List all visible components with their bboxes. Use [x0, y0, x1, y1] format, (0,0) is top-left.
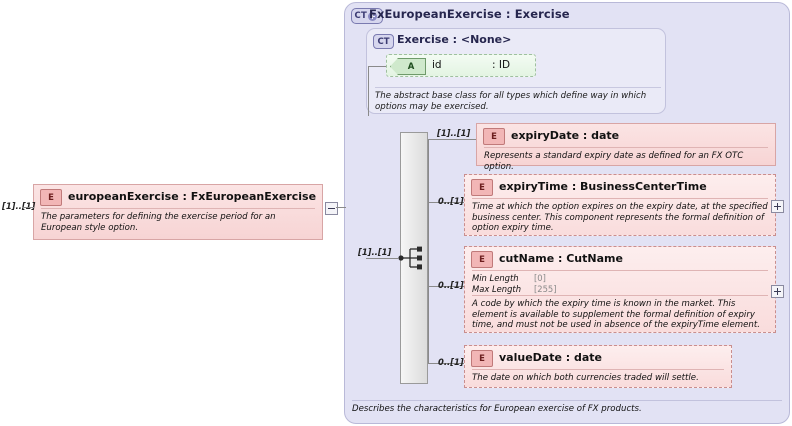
element-cardinality-2: 0..[1] — [438, 196, 464, 206]
facet-row: Min Length [0] — [472, 273, 768, 284]
complex-type-badge[interactable]: CT — [351, 8, 383, 24]
element-facets-3: Min Length [0] Max Length [255] — [472, 270, 768, 295]
element-badge-2: E — [471, 179, 493, 196]
element-title-1: expiryDate : date — [511, 129, 620, 142]
attribute-id[interactable]: A id : ID — [386, 54, 536, 77]
compositor-incoming-line — [366, 258, 398, 259]
element-badge-3: E — [471, 251, 493, 268]
expand-toggle-cutName[interactable] — [771, 285, 784, 298]
element-documentation-4: The date on which both currencies traded… — [472, 369, 724, 387]
referencing-element-documentation: The parameters for defining the exercise… — [41, 208, 315, 236]
compositor-cardinality: [1]..[1] — [358, 247, 392, 257]
element-header-2: E expiryTime : BusinessCenterTime — [465, 175, 775, 198]
referencing-element-line-left — [22, 207, 34, 208]
circle-plus-icon[interactable] — [367, 11, 377, 21]
element-title-3: cutName : CutName — [499, 252, 623, 265]
element-connector-1 — [428, 139, 478, 140]
complex-type-documentation: Describes the characteristics for Europe… — [352, 400, 782, 414]
complex-type-title: FxEuropeanExercise : Exercise — [369, 7, 570, 21]
attribute-name: id — [432, 59, 442, 71]
element-cutName[interactable]: E cutName : CutName Min Length [0] Max L… — [464, 246, 776, 333]
element-title-4: valueDate : date — [499, 351, 603, 364]
complex-type-badge-label: CT — [354, 11, 367, 21]
facet-name: Max Length — [472, 283, 522, 294]
facet-value: [255] — [534, 283, 557, 294]
element-connector-4 — [428, 363, 466, 364]
element-header-3: E cutName : CutName — [465, 247, 775, 270]
facet-name: Min Length — [472, 273, 519, 283]
referencing-element-title: europeanExercise : FxEuropeanExercise — [68, 190, 317, 203]
element-connector-2 — [428, 202, 466, 203]
element-cardinality-1: [1]..[1] — [437, 128, 471, 138]
attribute-connector-vertical — [368, 66, 369, 116]
element-documentation-1: Represents a standard expiry date as def… — [484, 147, 768, 175]
element-documentation-3: A code by which the expiry time is known… — [472, 294, 768, 334]
attribute-type: : ID — [492, 59, 511, 71]
element-cardinality-4: 0..[1] — [438, 357, 464, 367]
base-type-badge[interactable]: CT — [373, 34, 394, 49]
element-europeanExercise[interactable]: E europeanExercise : FxEuropeanExercise … — [33, 184, 323, 240]
base-type-documentation: The abstract base class for all types wh… — [375, 87, 661, 112]
facet-row: Max Length [255] — [472, 284, 768, 295]
sequence-compositor-icon[interactable] — [398, 244, 430, 272]
element-header-4: E valueDate : date — [465, 346, 731, 369]
element-valueDate[interactable]: E valueDate : date The date on which bot… — [464, 345, 732, 388]
element-header-1: E expiryDate : date — [477, 124, 775, 147]
referencing-element-badge: E — [40, 189, 62, 206]
element-expiryTime[interactable]: E expiryTime : BusinessCenterTime Time a… — [464, 174, 776, 236]
referencing-element-header: E europeanExercise : FxEuropeanExercise — [34, 185, 322, 208]
element-documentation-2: Time at which the option expires on the … — [472, 198, 768, 237]
element-cardinality-3: 0..[1] — [438, 280, 464, 290]
element-expiryDate[interactable]: E expiryDate : date Represents a standar… — [476, 123, 776, 172]
referencing-element-cardinality: [1]..[1] — [2, 201, 36, 211]
element-badge-4: E — [471, 350, 493, 367]
collapse-toggle-europeanExercise[interactable] — [325, 202, 338, 215]
attribute-connector-horizontal — [368, 66, 386, 67]
attribute-badge: A — [390, 58, 426, 75]
base-type-title: Exercise : <None> — [397, 33, 512, 46]
attribute-badge-label: A — [407, 61, 415, 72]
referencing-element-line-right — [336, 207, 346, 208]
branch-spine — [428, 139, 429, 363]
element-connector-3 — [428, 286, 466, 287]
element-title-2: expiryTime : BusinessCenterTime — [499, 180, 707, 193]
expand-toggle-expiryTime[interactable] — [771, 200, 784, 213]
element-badge-1: E — [483, 128, 505, 145]
facet-value: [0] — [534, 273, 546, 283]
